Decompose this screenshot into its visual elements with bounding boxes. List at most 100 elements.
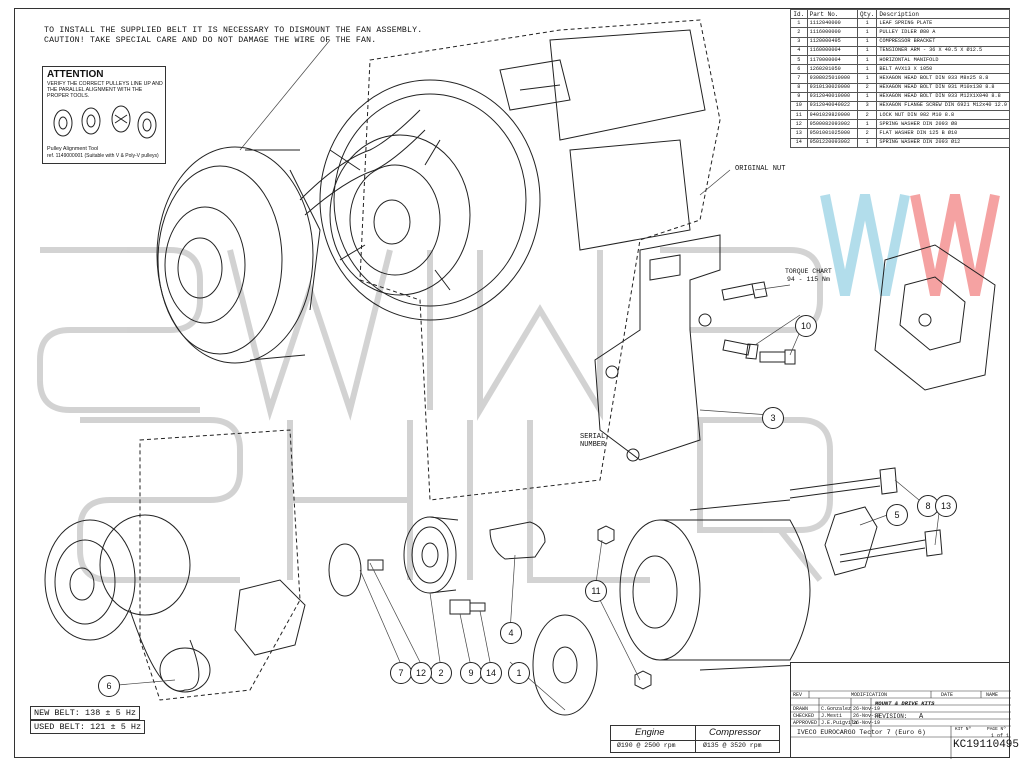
tool-title: Pulley Alignment Tool — [47, 146, 99, 152]
col-part-no: Part No. — [806, 8, 858, 20]
part-id: 1 — [790, 18, 808, 29]
part-description: COMPRESSOR BRACKET — [876, 36, 1010, 47]
part-number: 1170000004 — [806, 54, 858, 66]
approved-label: APPROVED — [793, 720, 818, 726]
part-id: 2 — [790, 27, 808, 38]
callout-11: 11 — [585, 580, 607, 602]
new-belt-frequency: NEW BELT: 138 ± 5 Hz — [30, 706, 141, 720]
name-header: NAME — [986, 692, 999, 698]
callout-7: 7 — [390, 662, 412, 684]
part-id: 6 — [790, 64, 808, 75]
torque-title: TORQUE CHART — [785, 268, 832, 275]
rev-header: REV — [793, 692, 803, 698]
part-number: 1112040000 — [806, 18, 858, 29]
callout-2: 2 — [430, 662, 452, 684]
brand-logo-mark — [820, 194, 1000, 296]
watermark-logo — [37, 247, 833, 583]
part-description: BELT AVX13 X 1050 — [876, 64, 1010, 75]
kit-type: MOUNT & DRIVE KITS — [875, 700, 935, 707]
part-number: 9308025010000 — [806, 73, 858, 84]
part-description: HEXAGON FLANGE SCREW DIN 6921 M12x40 12.… — [876, 100, 1010, 112]
checked-label: CHECKED — [793, 713, 815, 719]
callout-6: 6 — [98, 675, 120, 697]
attention-title: ATTENTION — [47, 69, 104, 80]
part-description: FLAT WASHER DIN 125 B Ø10 — [876, 128, 1010, 139]
drawing-border — [14, 8, 1010, 758]
engine-label: Engine — [635, 727, 665, 738]
callout-1: 1 — [508, 662, 530, 684]
part-qty: 1 — [856, 119, 878, 130]
part-qty: 2 — [856, 128, 878, 139]
callout-5: 5 — [886, 504, 908, 526]
part-id: 7 — [790, 73, 808, 84]
original-nut-label: ORIGINAL NUT — [735, 165, 786, 173]
checked-date: 26-Nov-19 — [853, 713, 881, 719]
assembly-note: TO INSTALL THE SUPPLIED BELT IT IS NECES… — [44, 26, 422, 46]
part-qty: 2 — [856, 110, 878, 121]
part-qty: 1 — [856, 18, 878, 29]
part-description: HEXAGON HEAD BOLT DIN 933 M12X1X040 8.8 — [876, 91, 1010, 102]
part-number: 9501220093002 — [806, 137, 858, 148]
date-header: DATE — [941, 692, 954, 698]
part-description: LEAF SPRING PLATE — [876, 18, 1010, 29]
part-description: HEXAGON HEAD BOLT DIN 933 M8x25 8.8 — [876, 73, 1010, 84]
torque-chart: TORQUE CHART 94 - 115 Nm — [785, 268, 832, 284]
drawn-label: DRAWN — [793, 706, 809, 712]
part-qty: 1 — [856, 45, 878, 56]
part-id: 3 — [790, 36, 808, 47]
part-qty: 3 — [856, 100, 878, 112]
part-qty: 1 — [856, 137, 878, 148]
attention-box: ATTENTION VERIFY THE CORRECT PULLEYS LIN… — [42, 66, 166, 164]
part-number: 9312040010000 — [806, 91, 858, 102]
revision-label: REVISION: — [875, 713, 908, 720]
col-id: Id. — [790, 8, 808, 20]
callout-9: 9 — [460, 662, 482, 684]
callout-3: 3 — [762, 407, 784, 429]
drawn-date: 26-Nov-19 — [853, 706, 881, 712]
kit-number-label: KIT Nº — [955, 727, 972, 732]
note-line-2: CAUTION! TAKE SPECIAL CARE AND DO NOT DA… — [44, 36, 377, 45]
checked-by: J.Mesti — [821, 713, 843, 719]
part-qty: 1 — [856, 73, 878, 84]
part-id: 13 — [790, 128, 808, 139]
part-description: TENSIONER ARM - 36 X 40.5 X Ø12.5 — [876, 45, 1010, 56]
note-line-1: TO INSTALL THE SUPPLIED BELT IT IS NECES… — [44, 26, 423, 35]
part-description: HORIZONTAL MANIFOLD — [876, 54, 1010, 66]
part-number: 1260201050 — [806, 64, 858, 75]
part-description: SPRING WASHER DIN 2093 Ø12 — [876, 137, 1010, 148]
page-label: PAGE Nº — [987, 727, 1006, 732]
kit-number: KC19110495 — [953, 739, 1020, 751]
part-qty: 2 — [856, 82, 878, 93]
part-number: 1120000495 — [806, 36, 858, 47]
part-id: 8 — [790, 82, 808, 93]
engine-value: Ø190 @ 2500 rpm — [617, 742, 676, 749]
callout-14: 14 — [480, 662, 502, 684]
modification-header: MODIFICATION — [851, 692, 888, 698]
part-number: 9500082093002 — [806, 119, 858, 130]
part-number: 1116000000 — [806, 27, 858, 38]
parts-table-header: Id. Part No. Qty. Description — [790, 8, 1010, 20]
title-block-grid — [791, 690, 1011, 759]
part-id: 10 — [790, 100, 808, 112]
part-qty: 1 — [856, 91, 878, 102]
callout-10: 10 — [795, 315, 817, 337]
page-number: 1 of 1 — [991, 733, 1010, 739]
part-id: 9 — [790, 91, 808, 102]
alignment-tool-icon — [53, 105, 157, 139]
part-description: HEXAGON HEAD BOLT DIN 931 M10x130 8.8 — [876, 82, 1010, 93]
col-qty: Qty. — [856, 8, 878, 20]
part-qty: 1 — [856, 64, 878, 75]
part-id: 4 — [790, 45, 808, 56]
part-number: 9312040040022 — [806, 100, 858, 112]
